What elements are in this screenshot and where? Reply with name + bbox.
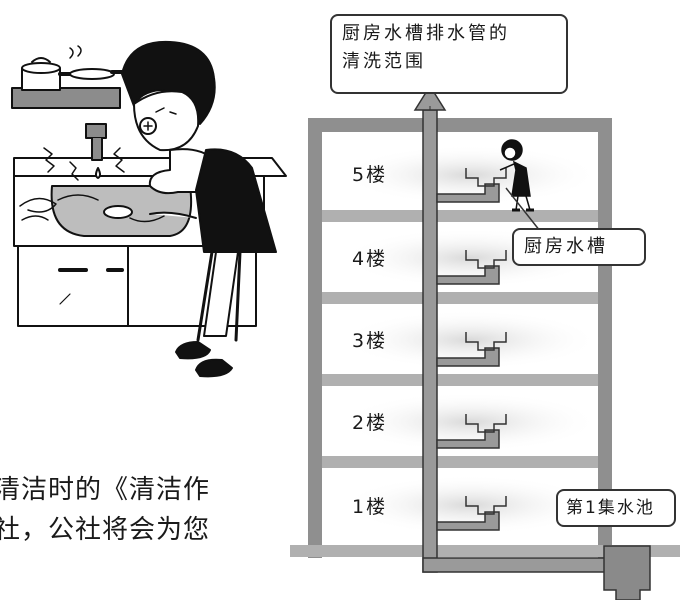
small-woman-figure — [499, 139, 534, 212]
body-text-line-1: 清洁时的《清洁作 — [0, 475, 211, 505]
body-text-line-2: 社，公社将会为您 — [0, 515, 211, 545]
tank-label: 第1集水池 — [556, 489, 676, 527]
floor-label-5: 5楼 — [352, 164, 388, 186]
title-line-1: 厨房水槽排水管的 — [342, 23, 510, 44]
floor-label-2: 2楼 — [352, 412, 388, 434]
sink-label: 厨房水槽 — [512, 228, 646, 266]
title-line-2: 清洗范围 — [342, 51, 426, 72]
floor-label-3: 3楼 — [352, 330, 388, 352]
building-diagram — [290, 84, 680, 600]
floor-label-4: 4楼 — [352, 248, 388, 270]
floor-label-1: 1楼 — [352, 496, 388, 518]
kitchen-woman-illustration — [11, 40, 287, 378]
title-callout: 厨房水槽排水管的 清洗范围 — [330, 14, 568, 94]
